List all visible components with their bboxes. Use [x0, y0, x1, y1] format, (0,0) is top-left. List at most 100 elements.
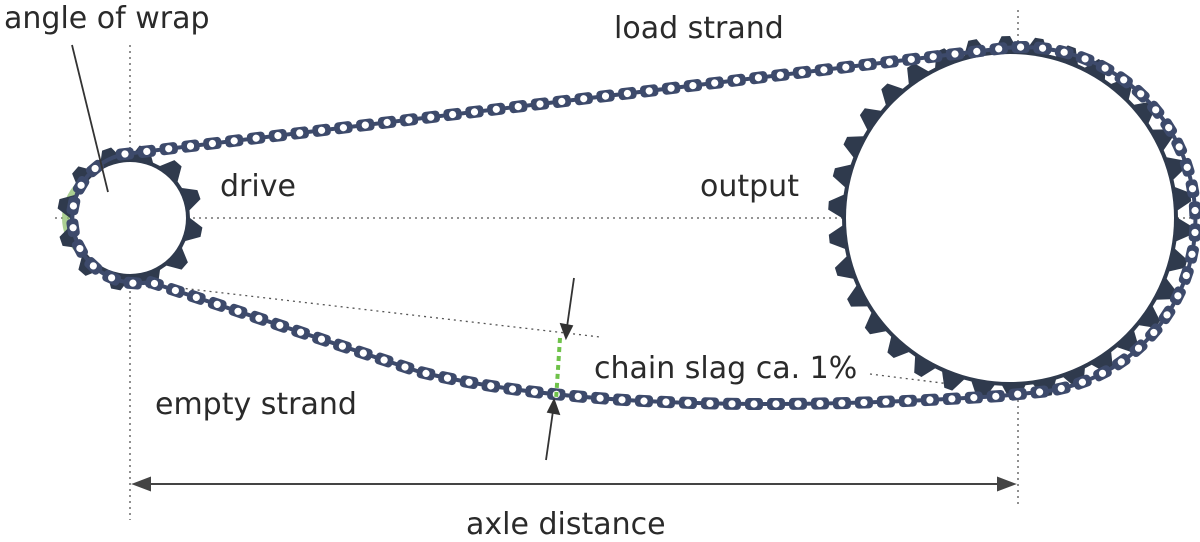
chain-link [814, 63, 834, 77]
chain-link [1051, 381, 1071, 396]
chain-link [792, 65, 812, 79]
chain-link [836, 60, 856, 74]
chain-link [766, 397, 786, 411]
chain-link [700, 397, 720, 410]
chain-link [569, 389, 588, 403]
chain-link [1158, 305, 1176, 325]
chain-link [166, 283, 185, 298]
chain-link [85, 159, 105, 178]
chain-link [945, 47, 965, 61]
chain-link [1178, 266, 1194, 285]
chain-link [487, 102, 506, 116]
chain-link [438, 371, 457, 386]
chain-link [465, 105, 484, 119]
chain-link [744, 397, 764, 411]
output-label: output [700, 169, 799, 204]
chain-link [102, 269, 121, 286]
chain-link [377, 115, 397, 129]
chain-link [1171, 137, 1188, 157]
chain-link [727, 73, 746, 87]
chain-link [353, 345, 373, 361]
chain-link [1160, 118, 1178, 137]
chain-link [249, 310, 269, 326]
chain-link [964, 391, 983, 404]
chain-link [1188, 223, 1200, 242]
chain-link [270, 317, 290, 333]
chain-link [459, 375, 479, 390]
chain-link [788, 397, 808, 410]
chain-link [72, 175, 90, 195]
chain-link [1011, 41, 1030, 54]
empty-strand-label: empty strand [155, 387, 357, 422]
chain-link [228, 303, 248, 319]
chain-link [1185, 244, 1199, 264]
chain-link [1131, 84, 1150, 103]
drive-sprocket [57, 145, 203, 291]
chain-link [639, 84, 659, 98]
chain-link [967, 44, 987, 58]
load-strand-label: load strand [614, 11, 784, 46]
chain-link [771, 68, 790, 82]
chain-link [1146, 100, 1165, 119]
chain-link [123, 276, 143, 290]
chain-link [596, 89, 615, 103]
chain-link [525, 385, 544, 399]
chain-link [66, 196, 81, 216]
chain-link [898, 394, 917, 408]
chain-link [312, 123, 331, 137]
slack-arrows [545, 277, 575, 461]
angle-of-wrap-label: angle of wrap [4, 1, 210, 36]
chain-link [186, 289, 206, 305]
chain-link [1008, 387, 1027, 401]
chain-link [399, 113, 419, 127]
chain-link [1185, 179, 1200, 198]
chain-link [1169, 286, 1186, 306]
chain-link [115, 147, 135, 161]
chain-link [552, 94, 572, 108]
chain-link [1145, 323, 1163, 342]
chain-link [1188, 201, 1200, 220]
chain-link [203, 136, 222, 151]
wrap-angle-pointer [71, 44, 109, 193]
chain-link [290, 126, 309, 140]
chain-link [71, 239, 88, 258]
chain-link [84, 257, 103, 275]
chain-link [374, 352, 394, 368]
drive-label: drive [220, 169, 296, 204]
chain-link [618, 86, 637, 101]
chain-link [421, 110, 441, 124]
chain-link [224, 134, 244, 148]
chain-link [858, 57, 877, 72]
chain-link [920, 393, 939, 407]
chain [66, 41, 1200, 411]
chain-link [246, 131, 266, 145]
chain-link [1033, 41, 1052, 55]
chain-link [989, 42, 1008, 56]
chain-link [312, 331, 331, 347]
chain-slag-label: chain slag ca. 1% [594, 351, 858, 386]
chain-link [145, 276, 164, 291]
chain-link [1129, 339, 1148, 358]
chain-link [942, 392, 961, 406]
chain-link [612, 393, 632, 407]
chain-link [683, 79, 703, 93]
chain-link [1093, 365, 1112, 382]
chain-link [159, 142, 178, 156]
chain-link [503, 382, 522, 396]
chain-link [722, 397, 742, 410]
chain-link [1073, 374, 1092, 390]
chain-link [832, 396, 851, 410]
chain-link [66, 218, 80, 237]
sprocket-body [74, 162, 186, 274]
chain-link [333, 338, 352, 354]
chain-link [268, 129, 288, 143]
chain-link [481, 379, 501, 393]
chain-link [181, 139, 200, 153]
chain-link [1179, 157, 1195, 177]
chain-link [443, 107, 462, 122]
chain-link [1112, 353, 1131, 371]
chain-link [590, 391, 610, 405]
chain-link [530, 97, 550, 111]
sprocket-body [846, 54, 1174, 382]
